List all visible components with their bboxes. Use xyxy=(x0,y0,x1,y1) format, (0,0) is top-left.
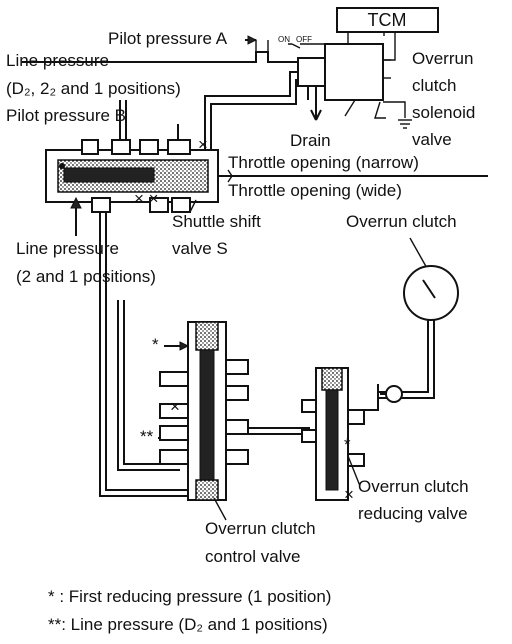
line-pressure-2-positions-label: (2 and 1 positions) xyxy=(16,267,156,286)
solenoid-label-line-2: clutch xyxy=(412,76,456,95)
reducing-valve-label-line-2: reducing valve xyxy=(358,504,468,523)
control-valve-label-line-1: Overrun clutch xyxy=(205,519,316,538)
overrun-clutch-control-valve xyxy=(159,321,310,501)
reducing-pointer xyxy=(347,455,361,487)
solenoid-label-line-3: solenoid xyxy=(412,103,475,122)
reducing-x-mark: × xyxy=(344,485,354,504)
check-ball xyxy=(346,384,403,411)
on-label: ON xyxy=(278,35,290,44)
shuttle-shift-valve xyxy=(45,139,233,213)
solenoid-label-line-1: Overrun xyxy=(412,49,473,68)
control-star-mark: * xyxy=(152,335,159,354)
pilot-pressure-b-label: Pilot pressure B xyxy=(6,106,126,125)
line-pressure-positions-label: (D₂, 2₂ and 1 positions) xyxy=(6,79,181,98)
drain-arrow xyxy=(307,86,322,121)
line-pressure-2-arrow xyxy=(70,196,82,236)
shuttle-label-line-2: valve S xyxy=(172,239,228,258)
legend-line-2: **: Line pressure (D₂ and 1 positions) xyxy=(48,615,328,634)
line-pressure-2-label: Line pressure xyxy=(16,239,119,258)
pilot-pressure-a-label: Pilot pressure A xyxy=(108,29,228,48)
off-label: OFF xyxy=(296,35,312,44)
tcm-label: TCM xyxy=(368,10,407,30)
shuttle-label-line-1: Shuttle shift xyxy=(172,212,261,231)
shuttle-xx-mark: × × xyxy=(134,189,159,208)
line-pressure-label: Line pressure xyxy=(6,51,109,70)
solenoid-label-line-4: valve xyxy=(412,130,452,149)
overrun-clutch-solenoid-valve xyxy=(297,43,412,129)
overrun-clutch-gauge xyxy=(378,237,459,399)
reducing-star-mark: * xyxy=(344,435,351,454)
throttle-narrow-label: Throttle opening (narrow) xyxy=(228,153,419,172)
drain-label: Drain xyxy=(290,131,331,150)
shuttle-pointer xyxy=(189,199,197,213)
legend-line-1: * : First reducing pressure (1 position) xyxy=(48,587,331,606)
throttle-wide-label: Throttle opening (wide) xyxy=(228,181,402,200)
tcm-box: TCM xyxy=(336,7,439,33)
control-pointer xyxy=(213,497,227,521)
overrun-clutch-label: Overrun clutch xyxy=(346,212,457,231)
control-valve-label-line-2: control valve xyxy=(205,547,300,566)
control-star-arrow xyxy=(164,341,190,351)
shuttle-to-control-pipe xyxy=(99,212,198,497)
on-off-switch: ON OFF xyxy=(22,35,312,63)
shuttle-x-mark: × xyxy=(198,135,208,154)
control-x-mark: × xyxy=(170,397,180,416)
reducing-valve-label-line-1: Overrun clutch xyxy=(358,477,469,496)
pilot-a-arrow xyxy=(245,35,258,45)
overrun-clutch-reducing-valve xyxy=(301,367,365,501)
control-dstar-mark: ** xyxy=(140,427,154,446)
